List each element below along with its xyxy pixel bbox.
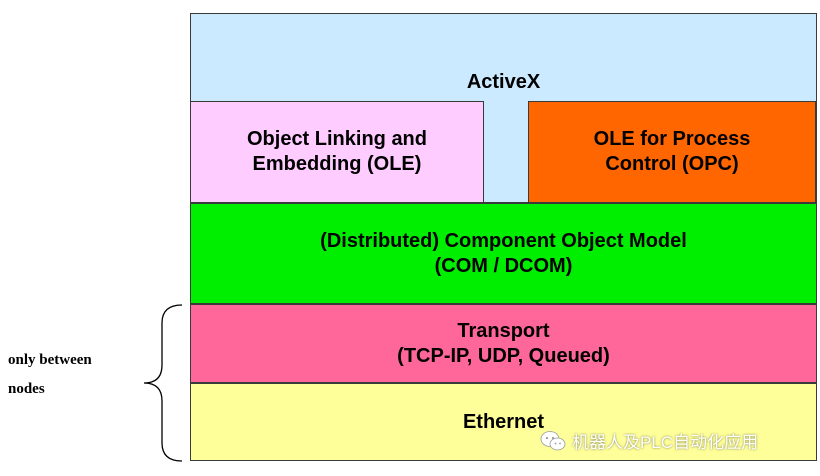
com-layer: (Distributed) Component Object Model (CO… (190, 203, 817, 304)
watermark: 机器人及PLC自动化应用 (540, 428, 758, 453)
ole-label: Object Linking and Embedding (OLE) (246, 128, 427, 175)
ethernet-label: Ethernet (462, 410, 545, 433)
com-label: (Distributed) Component Object Model (CO… (320, 229, 687, 277)
ole-block: Object Linking and Embedding (OLE) (190, 101, 484, 203)
side-annotation: only between nodes (8, 352, 92, 397)
watermark-text: 机器人及PLC自动化应用 (572, 433, 759, 452)
transport-layer: Transport (TCP-IP, UDP, Queued) (190, 304, 817, 383)
wechat-icon (540, 430, 566, 450)
ethernet-layer: Ethernet (190, 383, 817, 461)
curly-brace-icon (143, 304, 183, 462)
transport-label: Transport (TCP-IP, UDP, Queued) (397, 319, 610, 367)
opc-block: OLE for Process Control (OPC) (528, 101, 816, 203)
opc-label: OLE for Process Control (OPC) (593, 128, 751, 175)
activex-label: ActiveX (466, 71, 541, 93)
